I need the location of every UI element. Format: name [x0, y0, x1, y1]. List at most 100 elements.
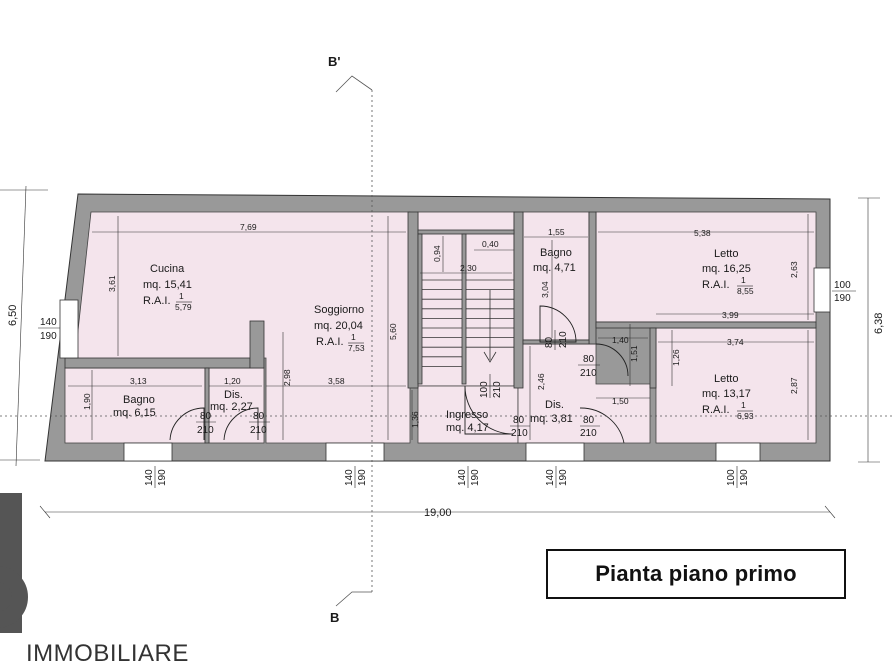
dim-120: 1,20 — [224, 376, 241, 386]
dim-313: 3,13 — [130, 376, 147, 386]
window-right — [813, 267, 831, 313]
dimension-lines — [0, 185, 880, 519]
opening-labels: 140 190 100 190 140 190 140 190 140 190 … — [38, 280, 856, 488]
rai-letto-bottom: R.A.I. — [702, 404, 730, 416]
win-right-w: 100 — [834, 280, 851, 291]
area-ingresso: mq. 4,17 — [446, 422, 489, 434]
window-bottom-3 — [525, 442, 585, 462]
section-lines — [0, 75, 893, 607]
rai-cucina-den: 5,79 — [175, 302, 192, 312]
door-bagno-top-h: 210 — [558, 331, 569, 348]
win-b1-w: 140 — [144, 469, 155, 486]
label-ingresso: Ingresso — [446, 409, 488, 421]
win-b5-w: 100 — [726, 469, 737, 486]
door-dis-left-w: 80 — [253, 411, 265, 422]
wall-stub-cucina — [249, 320, 265, 369]
area-soggiorno: mq. 20,04 — [314, 320, 363, 332]
area-cucina: mq. 15,41 — [143, 279, 192, 291]
room-letto-bottom — [655, 327, 817, 444]
dim-094: 0,94 — [432, 245, 442, 262]
title-box: Pianta piano primo — [546, 549, 846, 599]
wall-dis-letto — [649, 327, 657, 389]
dim-560: 5,60 — [388, 323, 398, 340]
dim-287: 2,87 — [789, 377, 799, 394]
win-b2-w: 140 — [344, 469, 355, 486]
room-bagno-top — [522, 211, 590, 341]
win-left-h: 190 — [40, 331, 57, 342]
dim-line-overall-left-v — [15, 185, 27, 467]
rai-soggiorno-den: 7,53 — [348, 343, 365, 353]
stair-left-wall — [417, 233, 423, 385]
stair-arrowhead — [483, 351, 497, 363]
dim-769: 7,69 — [240, 222, 257, 232]
win-right-h: 190 — [834, 293, 851, 304]
win-b1-h: 190 — [157, 469, 168, 486]
stair-core — [461, 233, 467, 385]
brand-name: IMMOBILIARE — [26, 640, 189, 667]
window-bottom-4 — [715, 442, 761, 462]
label-dis-center: Dis. — [545, 399, 564, 411]
section-marker-top — [335, 75, 373, 93]
section-label-top: B' — [328, 54, 340, 69]
staircase — [417, 229, 515, 385]
door-letto-top-w: 80 — [583, 354, 595, 365]
label-dis-left: Dis. — [224, 389, 243, 401]
win-b5-h: 190 — [739, 469, 750, 486]
dim-155: 1,55 — [548, 227, 565, 237]
windows — [59, 267, 831, 462]
label-letto-top: Letto — [714, 248, 738, 260]
stair-treads-left — [422, 279, 462, 367]
door-bagno-left-w: 80 — [200, 411, 212, 422]
door-letto-top — [595, 343, 629, 377]
room-letto-top — [595, 211, 817, 323]
room-ingresso — [417, 385, 519, 444]
door-bagno-top — [539, 305, 577, 343]
door-bagno-left — [169, 407, 205, 441]
label-bagno-left: Bagno — [123, 394, 155, 406]
win-b4-h: 190 — [558, 469, 569, 486]
section-marker-bottom — [335, 591, 372, 607]
rai-cucina-num: 1 — [179, 291, 184, 301]
door-dis-center-w: 80 — [513, 415, 525, 426]
dim-040: 0,40 — [482, 239, 499, 249]
area-letto-top: mq. 16,25 — [702, 263, 751, 275]
wall-letto-letto — [595, 321, 817, 329]
dim-151: 1,51 — [629, 345, 639, 362]
area-dis-center: mq. 3,81 — [530, 413, 573, 425]
wall-stair-bagno — [513, 211, 524, 389]
area-bagno-left: mq. 6,15 — [113, 407, 156, 419]
door-ingresso-w: 100 — [479, 381, 490, 398]
room-labels: Cucina mq. 15,41 R.A.I. 1 5,79 Soggiorno… — [113, 247, 754, 434]
dim-374: 3,74 — [727, 337, 744, 347]
dim-140: 1,40 — [612, 335, 629, 345]
rai-letto-bottom-den: 6,93 — [737, 411, 754, 421]
rai-soggiorno: R.A.I. — [316, 336, 344, 348]
plan-title: Pianta piano primo — [595, 561, 797, 586]
dimension-labels: 7,69 3,61 5,60 2,98 3,58 3,13 1,20 1,90 … — [7, 222, 885, 519]
dim-126: 1,26 — [671, 349, 681, 366]
win-b3-h: 190 — [470, 469, 481, 486]
stair-top-landing — [417, 229, 515, 235]
window-left — [59, 299, 79, 359]
door-letto-top-h: 210 — [580, 368, 597, 379]
rai-cucina: R.A.I. — [143, 295, 171, 307]
door-dis-bottom-h: 210 — [580, 428, 597, 439]
room-bagno-left — [64, 367, 206, 444]
door-dis-bottom-w: 80 — [583, 415, 595, 426]
dim-358: 3,58 — [328, 376, 345, 386]
wall-cucina-bagno — [64, 357, 251, 369]
dim-399: 3,99 — [722, 310, 739, 320]
wall-bagno-letto — [588, 211, 597, 345]
label-soggiorno: Soggiorno — [314, 304, 364, 316]
door-bagno-top-w: 80 — [544, 336, 555, 348]
label-bagno-top: Bagno — [540, 247, 572, 259]
win-left-w: 140 — [40, 317, 57, 328]
dim-230: 2,30 — [460, 263, 477, 273]
rai-letto-top-den: 8,55 — [737, 286, 754, 296]
area-letto-bottom: mq. 13,17 — [702, 388, 751, 400]
wall-soggiorno-stair — [407, 211, 419, 389]
dim-304: 3,04 — [540, 281, 550, 298]
rai-soggiorno-num: 1 — [351, 332, 356, 342]
door-dis-center-h: 210 — [511, 428, 528, 439]
